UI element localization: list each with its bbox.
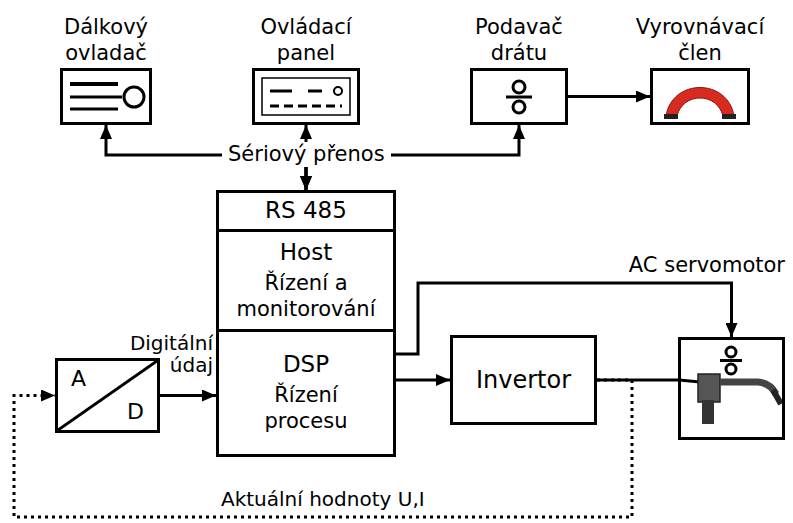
wire-feeder-box: Podavač drátu — [470, 68, 568, 125]
inverter-box: Invertor — [450, 335, 597, 425]
box-body: Řízení procesu — [246, 382, 366, 435]
compensator-box: Vyrovnávací člen — [650, 68, 750, 125]
remote-icon — [70, 84, 144, 109]
panel-icon — [262, 78, 350, 115]
box-heading: Vyrovnávací člen — [630, 14, 770, 67]
box-title: DSP — [283, 351, 329, 379]
box-heading: Ovládací panel — [236, 14, 376, 67]
edge-label: Digitální údaj — [113, 332, 213, 376]
text-stack: RS 485 — [265, 197, 347, 225]
panel-dash — [308, 90, 322, 93]
edge-label: Aktuální hodnoty U,I — [217, 487, 429, 511]
connector — [396, 379, 450, 382]
feeder-icon — [506, 81, 532, 113]
compensator-arc — [666, 88, 734, 117]
torch-neck — [720, 382, 776, 394]
remote-control-box: Dálkový ovladač — [60, 68, 152, 125]
feed-roller — [513, 101, 525, 113]
torch-cable — [679, 380, 700, 382]
connector — [597, 379, 678, 382]
host-box: HostŘízení a monitorování — [216, 229, 396, 332]
compensator-icon — [664, 80, 736, 119]
box-body: Řízení a monitorování — [223, 270, 389, 323]
servo-wire — [720, 359, 742, 362]
interface-box: RS 485 — [216, 190, 396, 232]
connector — [396, 283, 732, 354]
compensator-tip — [664, 114, 678, 119]
box-heading: Dálkový ovladač — [36, 14, 176, 67]
remote-line — [70, 108, 118, 111]
connector — [568, 95, 650, 98]
feed-roller — [513, 81, 525, 93]
compensator-tip — [722, 114, 736, 119]
torch-handle — [702, 400, 714, 424]
servo-roller — [726, 364, 736, 374]
text-stack: DSP Řízení procesu — [246, 351, 366, 434]
text-stack: HostŘízení a monitorování — [223, 239, 389, 322]
converter-input: A — [71, 366, 86, 392]
torch-body — [698, 374, 720, 402]
box-heading: AC servomotor — [629, 253, 785, 278]
remote-line — [70, 82, 118, 86]
bus-label: Sériový přenos — [222, 142, 391, 167]
panel-frame — [262, 78, 350, 115]
connector — [160, 394, 216, 397]
remote-knob — [124, 87, 144, 107]
control-panel-box: Ovládací panel — [252, 68, 360, 125]
compensator-mark — [699, 80, 701, 86]
box-title: Host — [280, 239, 332, 267]
remote-line — [70, 96, 122, 99]
torch-icon — [679, 347, 781, 424]
box-title: RS 485 — [265, 197, 347, 225]
servo-roller — [726, 347, 736, 357]
torch-box: AC servomotor — [678, 337, 785, 440]
box-title: Invertor — [476, 366, 571, 395]
converter-box: AD — [55, 358, 160, 433]
dsp-box: DSP Řízení procesu — [216, 329, 396, 457]
box-heading: Podavač drátu — [449, 14, 589, 67]
panel-knob — [334, 87, 342, 95]
converter-output: D — [127, 399, 144, 425]
torch-nozzle — [773, 390, 781, 404]
feed-wire — [506, 96, 532, 99]
converter-diagonal-line — [58, 361, 157, 430]
panel-dash — [270, 105, 342, 108]
feedback-connector — [14, 380, 632, 517]
panel-dash — [270, 90, 292, 93]
